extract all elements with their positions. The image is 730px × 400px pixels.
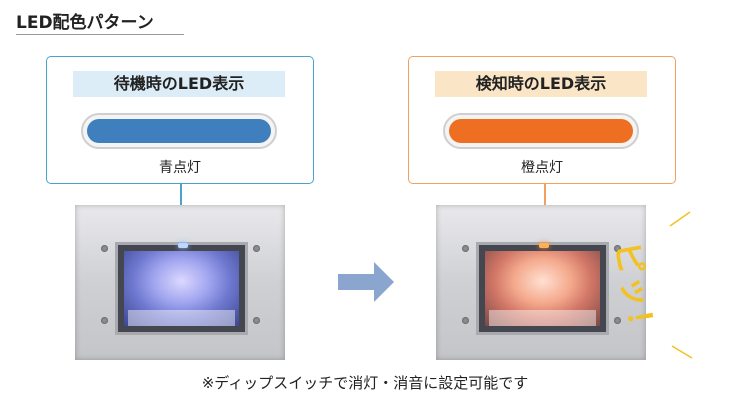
standby-title: 待機時のLED表示: [73, 71, 285, 97]
detect-caption: 橙点灯: [521, 160, 563, 176]
standby-callout: 待機時のLED表示 青点灯: [46, 56, 314, 184]
detect-callout: 検知時のLED表示 橙点灯: [408, 56, 676, 184]
standby-lamp-swatch: [81, 113, 277, 149]
beep-sound-lines: [669, 211, 693, 359]
detect-title: 検知時のLED表示: [435, 71, 647, 97]
detect-lamp-swatch: [443, 113, 639, 149]
footnote: ※ディップスイッチで消灯・消音に設定可能です: [201, 374, 529, 392]
section-title: LED配色パターン: [16, 13, 154, 33]
arrow-right-icon: [338, 262, 394, 302]
device-detect-image: [436, 205, 646, 360]
device-standby-image: [75, 205, 285, 360]
standby-caption: 青点灯: [159, 160, 201, 176]
title-underline: [16, 34, 184, 35]
